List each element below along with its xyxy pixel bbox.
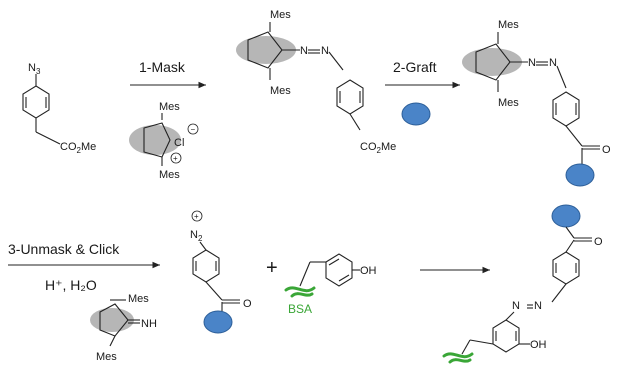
ester-label: CO2Me [360,141,396,155]
unmask-step: 3-Unmask & Click H⁺, H₂O [8,241,160,293]
svg-text:O: O [243,298,252,310]
svg-text:Cl: Cl [174,137,184,149]
svg-text:OH: OH [360,265,377,277]
masked-triazene-ester: Mes N N Mes CO2Me [236,9,396,155]
grafted-diazonium: + N2 O [190,210,252,334]
bsa-label: BSA [288,302,312,316]
svg-text:Mes: Mes [498,19,519,31]
svg-text:Mes: Mes [498,97,519,109]
svg-text:N: N [549,57,557,69]
protein-chain-icon [284,286,316,293]
mask-blob [129,125,181,155]
svg-text:Mes: Mes [96,351,117,363]
svg-text:Mes: Mes [159,169,180,181]
svg-text:Mes: Mes [159,101,180,113]
imidazolium-chloride: Mes Cl − + Mes [129,101,199,181]
imidazolinimine-byproduct: Mes NH Mes [90,293,157,363]
svg-text:OH: OH [530,339,547,351]
azo-conjugate-product: O N N OH [442,204,603,364]
graft-step: 2-Graft [385,59,460,126]
svg-text:Mes: Mes [270,85,291,97]
conditions-label: H⁺, H₂O [45,277,97,293]
ester-label: CO2Me [60,141,96,155]
mask-blob [236,36,296,64]
aryl-azide-ester: N3 CO2Me [22,62,96,155]
plus-sign: + [266,257,278,279]
bsa-tyrosine: OH BSA [284,253,377,316]
svg-text:O: O [594,236,603,248]
svg-text:NH: NH [141,318,157,330]
nanoparticle [551,204,581,228]
mask-blob [462,48,522,76]
nanoparticle [401,102,431,126]
svg-text:+: + [173,154,178,163]
svg-text:+: + [194,212,199,221]
svg-text:−: − [191,125,196,134]
svg-text:N: N [534,300,542,312]
mask-step: 1-Mask [130,59,206,89]
grafted-triazene: Mes N N Mes O [462,19,611,187]
svg-text:O: O [602,144,611,156]
svg-text:N: N [528,57,536,69]
svg-text:Mes: Mes [270,9,291,21]
nanoparticle [565,163,595,187]
svg-text:N: N [512,300,520,312]
graft-step-label: 2-Graft [393,59,437,75]
protein-chain-icon [442,352,474,359]
svg-text:N: N [300,45,308,57]
nanoparticle [203,310,233,334]
diazonium-label: N2 [190,229,203,243]
azide-label: N3 [28,62,41,76]
unmask-step-label: 3-Unmask & Click [8,241,120,257]
mask-step-label: 1-Mask [139,59,186,75]
svg-text:Mes: Mes [128,293,149,305]
svg-text:N: N [321,45,329,57]
